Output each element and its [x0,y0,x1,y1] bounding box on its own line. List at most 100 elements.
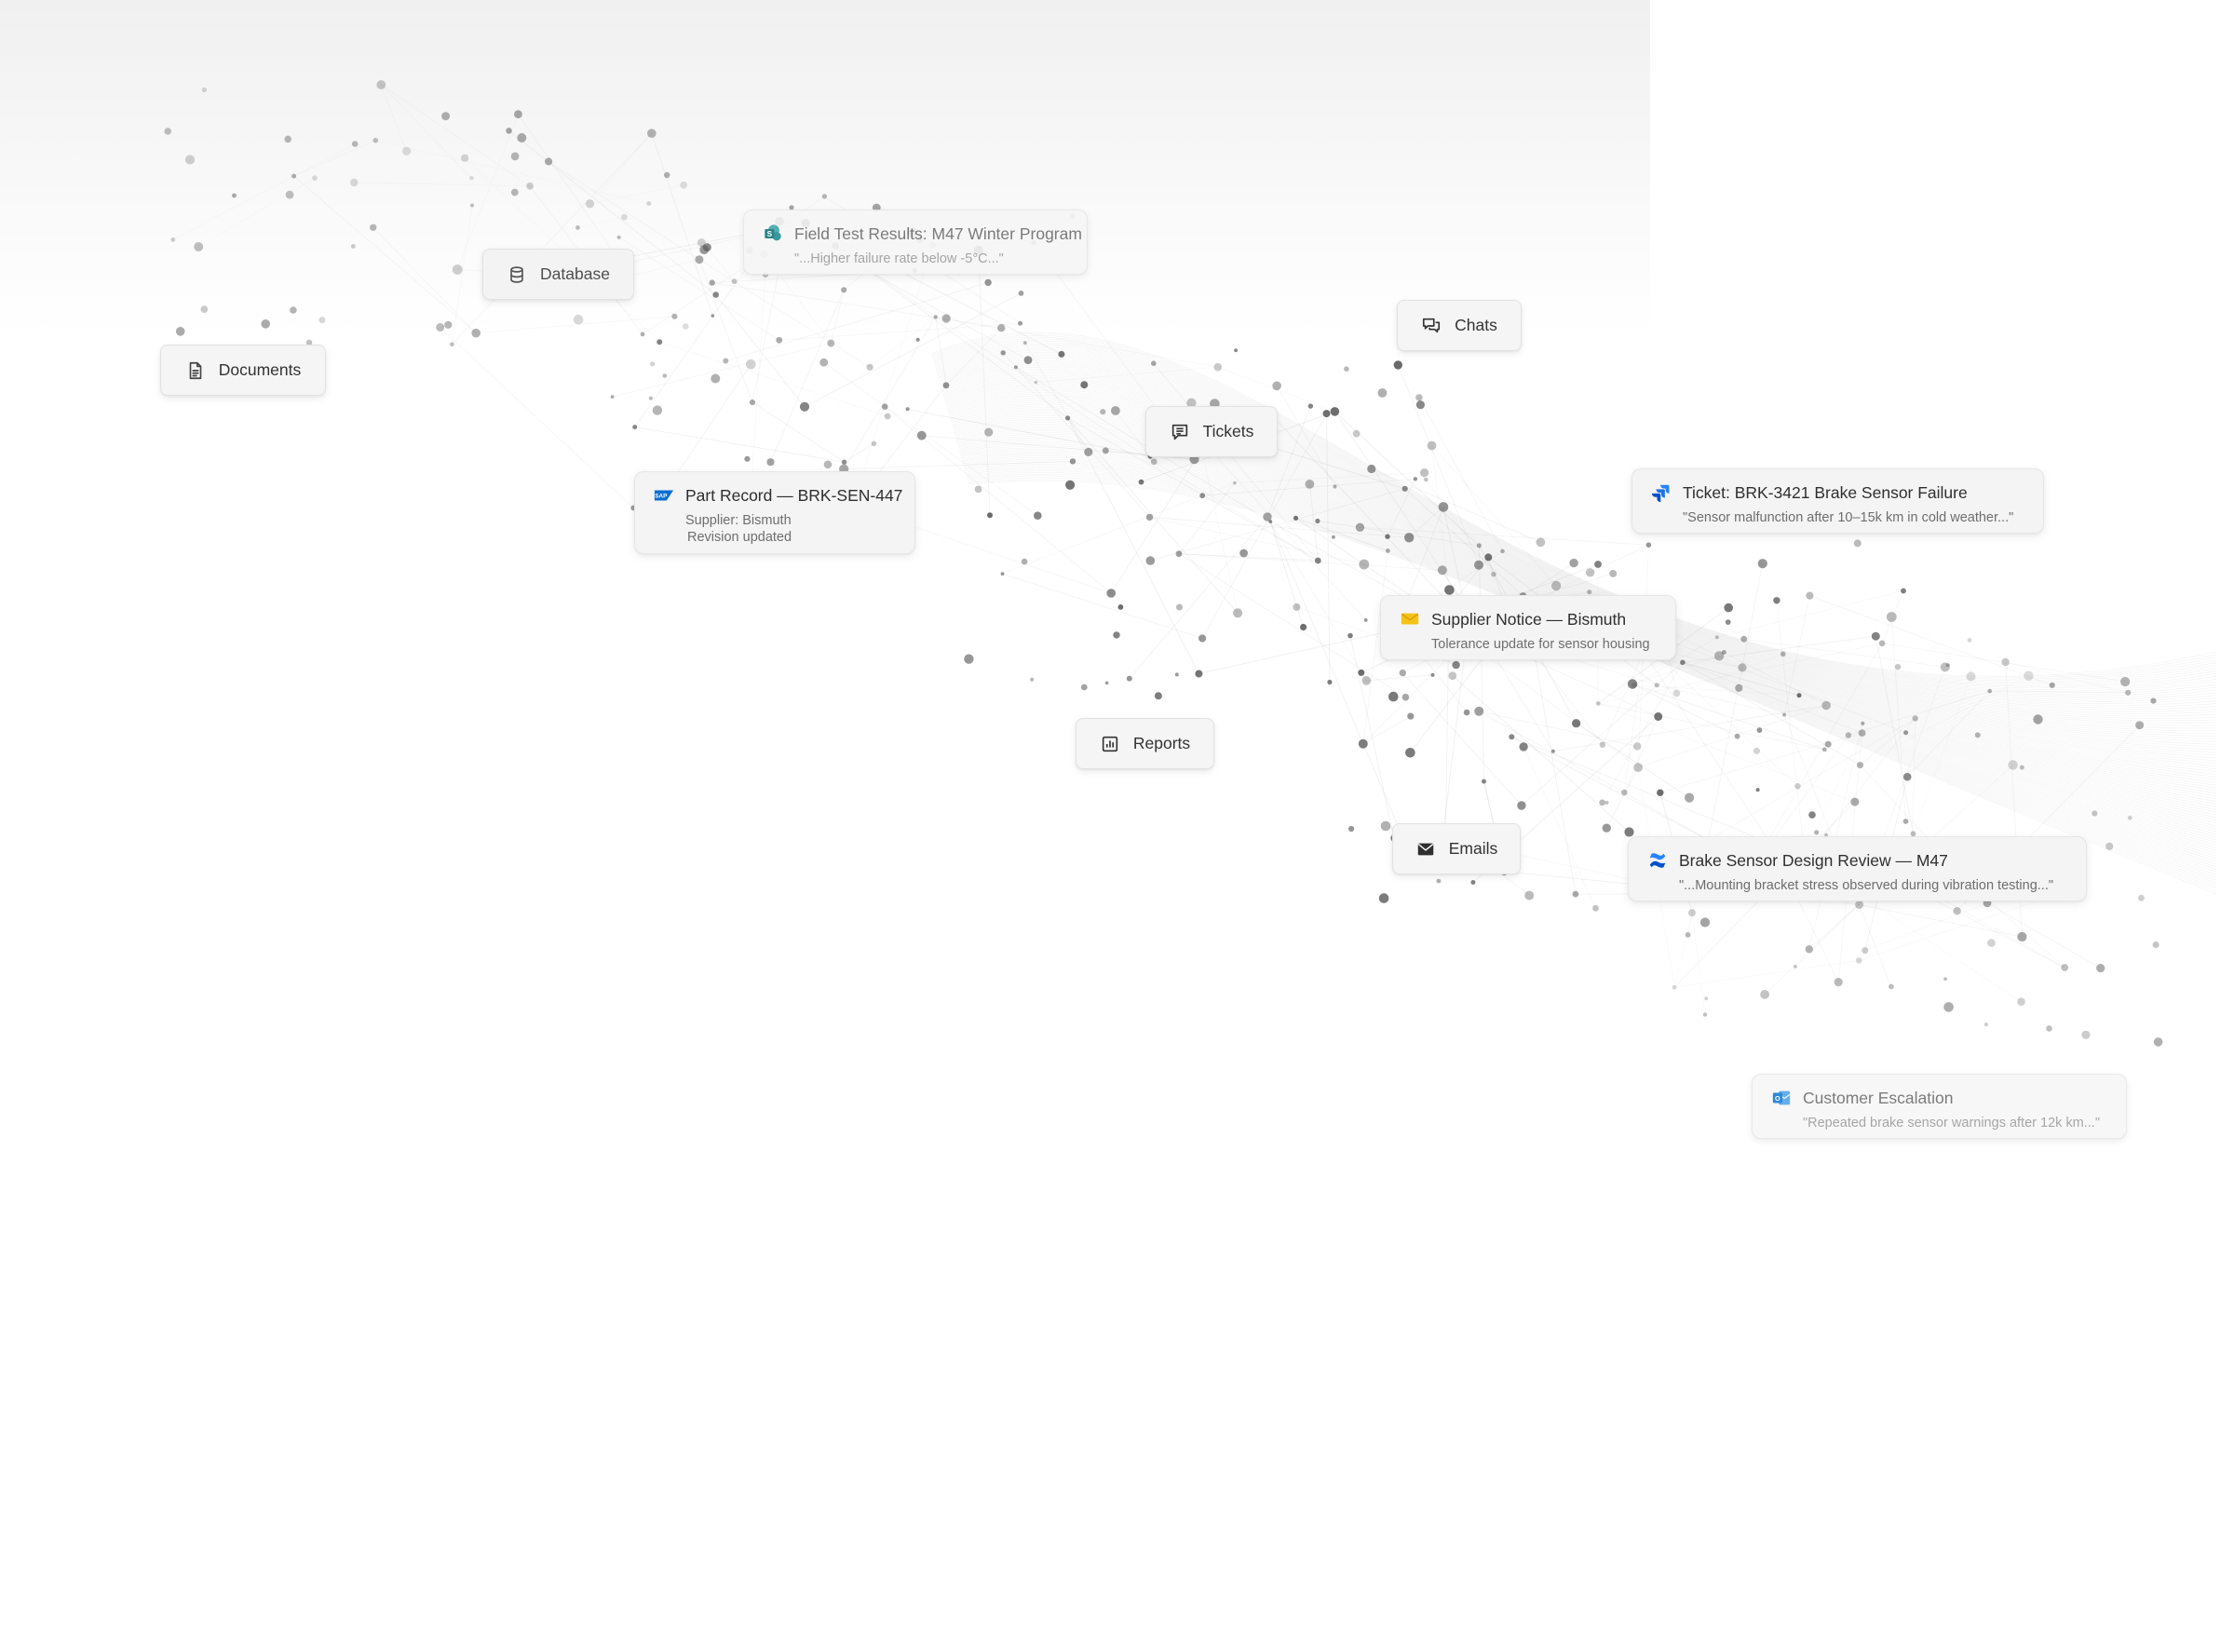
documents-chip[interactable]: Documents [160,345,326,396]
node [1000,572,1005,576]
node [746,359,756,370]
node [585,199,595,209]
node [285,190,294,199]
edge [1024,342,1090,453]
field-test-excerpt: "...Higher failure rate below -5°C..." [794,251,1004,266]
edge [1860,718,1916,765]
node [470,203,474,208]
reports-label: Reports [1132,734,1191,752]
node [1355,522,1365,532]
edge [1598,643,1883,704]
node [2017,997,2025,1006]
edge [354,182,531,187]
node [376,80,386,89]
edge [293,140,376,177]
node [1415,394,1423,401]
node [1126,675,1132,682]
flow-line [938,359,2217,702]
node [1268,520,1273,523]
node [819,358,829,367]
supplier-notice-card[interactable]: Supplier Notice — Bismuth Tolerance upda… [1380,595,1676,660]
node [1853,539,1862,548]
edge [945,327,1002,386]
flow-line [962,455,2217,854]
database-chip[interactable]: Database [482,249,634,300]
flow-line [951,413,2217,786]
node [1519,742,1528,752]
edge [1266,516,1367,682]
node [1018,320,1023,326]
node [942,382,950,389]
node [200,305,209,313]
node [1721,650,1726,655]
node [884,413,891,420]
flow-line [935,348,2217,692]
edge [1371,468,1541,543]
node [2096,964,2105,973]
edge [1479,711,1638,747]
edge [1431,445,1450,590]
node [545,157,553,166]
edge [869,317,936,368]
edge [1605,767,1639,829]
node [1378,893,1389,903]
flow-line [934,344,2217,687]
node [175,327,185,336]
node [1945,663,1950,668]
customer-escalation-card[interactable]: O Customer Escalation "Repeated brake se… [1752,1074,2127,1139]
edge [1631,655,1720,684]
flow-line [954,424,2217,803]
chats-label: Chats [1455,316,1497,334]
node [1393,360,1403,370]
design-review-title: Brake Sensor Design Review — M47 [1679,850,1948,870]
node [1757,559,1767,569]
edge [1153,461,1319,562]
edge [1276,386,1335,487]
edge [1664,638,1906,734]
node [1782,712,1787,717]
node [1943,1002,1954,1012]
node [657,339,663,345]
envelope-icon [1400,609,1420,630]
jira-icon [1651,482,1672,503]
node [1102,447,1109,454]
node [514,110,522,119]
node [2092,810,2098,817]
jira-ticket-card[interactable]: Ticket: BRK-3421 Brake Sensor Failure "S… [1631,468,2044,534]
edge [440,324,449,328]
edge [1295,517,1388,551]
flow-line [952,415,2217,789]
node [318,317,326,324]
node [1080,684,1088,691]
edge [1598,702,1856,803]
flow-line [938,361,2217,707]
edge [1859,894,2057,961]
edge [1637,705,1827,768]
edge [1431,445,1557,587]
node [1903,730,1909,736]
edge [1633,636,1717,686]
edge [1326,413,1331,683]
node [1855,900,1864,909]
node [1111,406,1120,415]
chats-chip[interactable]: Chats [1397,300,1522,351]
edge [1266,405,1311,518]
flow-line [934,346,2217,690]
node [1151,360,1157,367]
node [821,194,828,199]
design-review-card[interactable]: Brake Sensor Design Review — M47 "...Mou… [1628,836,2087,901]
node [709,279,715,286]
node [881,403,888,411]
node [575,225,580,230]
node [1322,410,1331,418]
emails-chip[interactable]: Emails [1392,823,1521,874]
node [526,183,534,190]
field-test-card[interactable]: S Field Test Results: M47 Winter Program… [743,210,1088,275]
background-gradient [0,0,1650,335]
flow-line [950,407,2217,775]
part-record-card[interactable]: SAP Part Record — BRK-SEN-447 Supplier: … [634,471,915,554]
node [1621,789,1628,796]
reports-chip[interactable]: Reports [1076,718,1214,769]
tickets-chip[interactable]: Tickets [1145,406,1278,457]
node [2001,657,2010,667]
